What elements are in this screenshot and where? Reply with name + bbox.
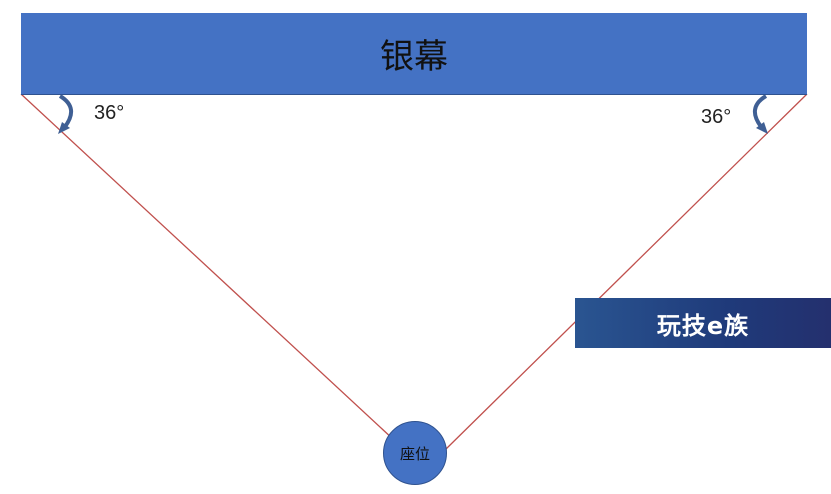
watermark-logo: 玩技e族 xyxy=(575,298,831,348)
left-angle-arrow-icon xyxy=(58,94,73,134)
seat: 座位 xyxy=(383,421,447,485)
screen: 银幕 xyxy=(21,13,807,95)
right-sightline xyxy=(444,93,808,451)
right-angle-arrow-icon xyxy=(753,94,768,134)
left-angle-label: 36° xyxy=(94,102,125,124)
left-sightline xyxy=(20,93,395,441)
right-angle-label: 36° xyxy=(701,106,732,128)
